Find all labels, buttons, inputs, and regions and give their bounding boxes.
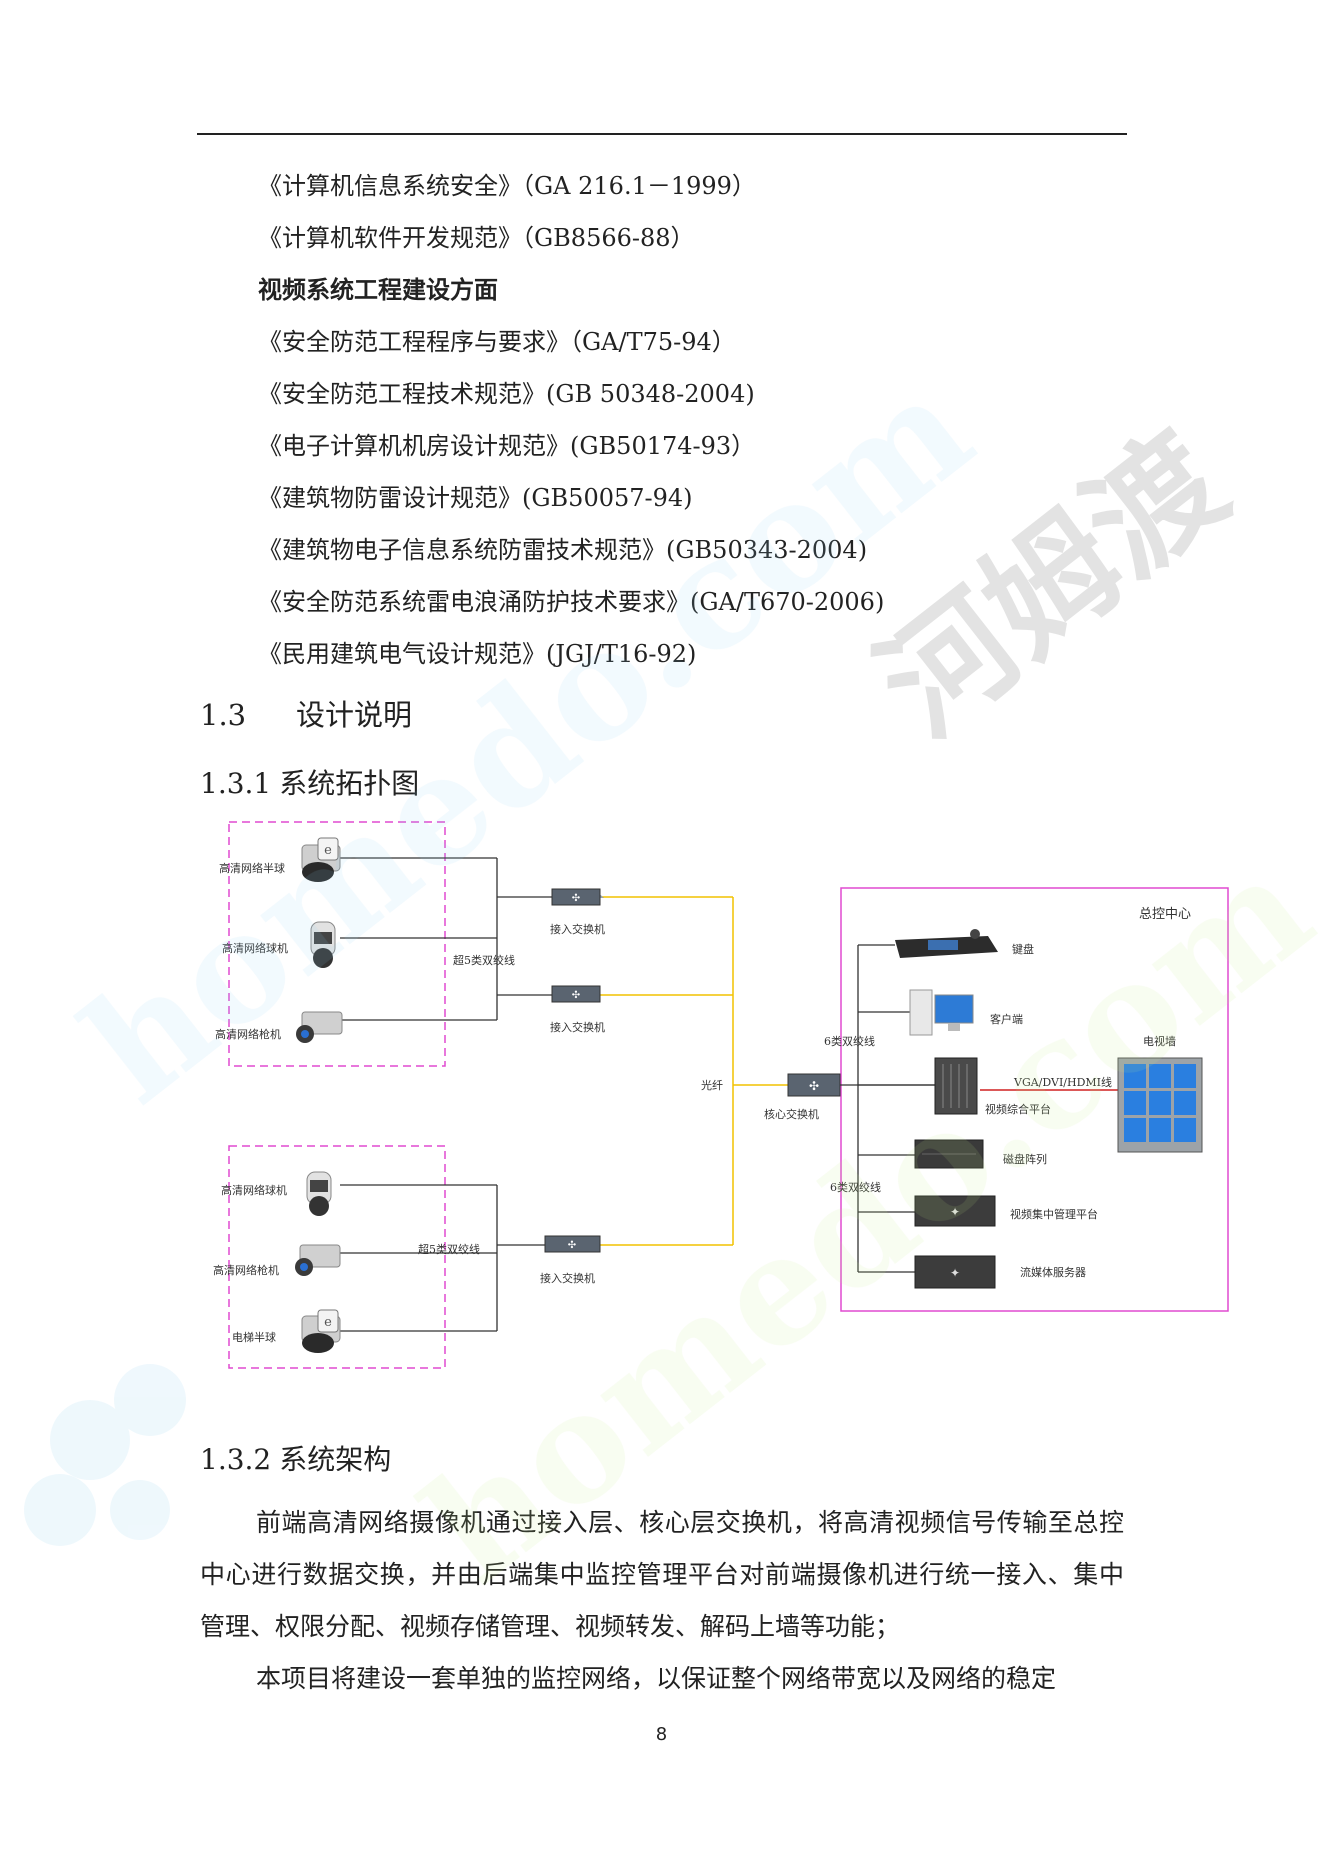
svg-text:e: e — [324, 843, 332, 858]
access-switch-icon: ✣ — [551, 888, 604, 906]
section-number: 1.3 — [200, 698, 247, 732]
camera-group-2-border — [228, 1145, 446, 1369]
tv-wall-icon — [1117, 1057, 1203, 1153]
group1-wiring — [340, 857, 552, 1021]
video-platform-icon — [934, 1057, 978, 1115]
label-video-platform: 视频综合平台 — [985, 1102, 1051, 1116]
section-title: 系统拓扑图 — [279, 767, 420, 800]
fiber-links — [600, 896, 788, 1246]
page-number: 8 — [655, 1724, 668, 1745]
label-mgmt-platform: 视频集中管理平台 — [1010, 1207, 1098, 1221]
control-center-border — [840, 887, 1229, 1312]
header-rule — [197, 133, 1127, 135]
group2-wiring — [340, 1184, 545, 1332]
section-number: 1.3.1 — [200, 767, 272, 800]
label-cable: 超5类双绞线 — [453, 953, 515, 967]
label-switch: 接入交换机 — [540, 1271, 595, 1285]
core-switch-icon: ✣ — [787, 1073, 841, 1097]
standard-item: 《电子计算机机房设计规范》(GB50174-93） — [258, 432, 756, 460]
label-core-switch: 核心交换机 — [764, 1107, 819, 1121]
label-tv-wall: 电视墙 — [1143, 1034, 1176, 1048]
speed-dome-camera-icon — [310, 921, 336, 968]
standard-item: 《计算机信息系统安全》（GA 216.1－1999） — [258, 172, 756, 200]
label-cable: 超5类双绞线 — [418, 1242, 480, 1256]
svg-text:✣: ✣ — [809, 1079, 819, 1093]
dome-camera-icon: e — [301, 837, 341, 882]
access-switch-icon: ✣ — [544, 1235, 601, 1253]
client-pc-icon — [909, 989, 974, 1036]
svg-text:e: e — [324, 1315, 332, 1330]
label-cable6: 6类双绞线 — [830, 1180, 881, 1194]
label-disk-array: 磁盘阵列 — [1003, 1152, 1047, 1166]
disk-array-icon — [914, 1139, 984, 1169]
body-paragraph: 前端高清网络摄像机通过接入层、核心层交换机，将高清视频信号传输至总控中心进行数据… — [200, 1508, 1124, 1641]
label-cam: 高清网络球机 — [222, 941, 288, 955]
svg-text:✦: ✦ — [950, 1266, 960, 1280]
body-paragraph: 本项目将建设一套单独的监控网络，以保证整个网络带宽以及网络的稳定 — [256, 1664, 1057, 1693]
svg-text:✣: ✣ — [572, 893, 580, 904]
speed-dome-camera-icon — [306, 1171, 332, 1216]
bullet-camera-icon — [296, 1011, 343, 1043]
standards-subheading: 视频系统工程建设方面 — [258, 275, 498, 304]
standard-item: 《建筑物防雷设计规范》(GB50057-94) — [258, 484, 693, 512]
bullet-camera-icon — [295, 1244, 341, 1276]
label-cam: 电梯半球 — [232, 1330, 276, 1344]
label-cam: 高清网络半球 — [219, 861, 285, 875]
section-title: 设计说明 — [296, 698, 413, 732]
media-server-icon: ✦ — [914, 1255, 996, 1289]
standard-item: 《民用建筑电气设计规范》(JGJ/T16-92) — [258, 640, 697, 668]
svg-text:✣: ✣ — [568, 1240, 576, 1251]
section-number: 1.3.2 — [200, 1443, 272, 1476]
access-switch-icon: ✣ — [551, 985, 601, 1003]
label-keyboard: 键盘 — [1012, 942, 1034, 956]
dome-camera-icon: e — [301, 1309, 341, 1353]
standard-item: 《安全防范工程技术规范》(GB 50348-2004) — [258, 380, 755, 408]
standard-item: 《安全防范工程程序与要求》（GA/T75-94） — [258, 328, 736, 356]
management-platform-icon: ✦ — [914, 1195, 996, 1227]
body-text: 前端高清网络摄像机通过接入层、核心层交换机，将高清视频信号传输至总控中心进行数据… — [200, 1497, 1124, 1705]
standard-item: 《安全防范系统雷电浪涌防护技术要求》(GA/T670-2006) — [258, 588, 885, 616]
label-switch: 接入交换机 — [550, 922, 605, 936]
label-cam: 高清网络枪机 — [213, 1263, 279, 1277]
svg-text:✣: ✣ — [572, 990, 580, 1001]
center-wiring — [840, 944, 940, 1273]
camera-group-1-border — [228, 821, 446, 1067]
label-client: 客户端 — [990, 1012, 1023, 1026]
label-cable6: 6类双绞线 — [824, 1034, 875, 1048]
label-control-center: 总控中心 — [1139, 907, 1191, 922]
label-fiber: 光纤 — [701, 1078, 723, 1092]
label-vga: VGA/DVI/HDMI线 — [1013, 1075, 1112, 1089]
standard-item: 《计算机软件开发规范》（GB8566-88） — [258, 224, 695, 252]
svg-text:✦: ✦ — [950, 1205, 960, 1219]
label-cam: 高清网络球机 — [221, 1183, 287, 1197]
label-switch: 接入交换机 — [550, 1020, 605, 1034]
label-cam: 高清网络枪机 — [215, 1027, 281, 1041]
label-media-server: 流媒体服务器 — [1020, 1265, 1086, 1279]
keyboard-icon — [895, 929, 998, 958]
standard-item: 《建筑物电子信息系统防雷技术规范》(GB50343-2004) — [258, 536, 868, 564]
section-title: 系统架构 — [279, 1443, 392, 1476]
section-heading-1-3: 1.3 设计说明 — [200, 697, 412, 733]
